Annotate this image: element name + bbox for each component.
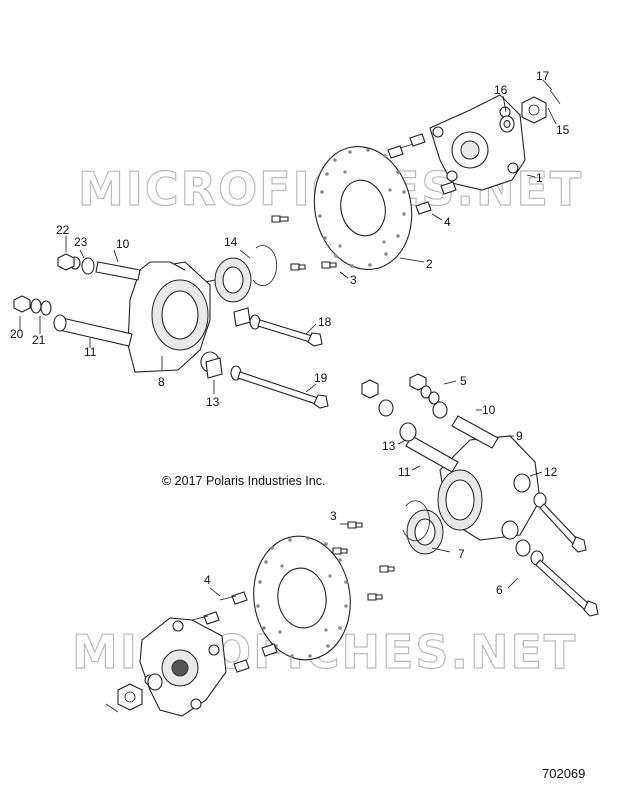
lower-sleeve-10 (451, 415, 499, 449)
lower-bushing-13 (399, 422, 417, 442)
lower-bolt-6 (515, 539, 599, 617)
callout-5: 5 (460, 374, 467, 388)
upper-bushing-13b (233, 307, 251, 327)
lower-washer-16 (147, 673, 163, 691)
snap-ring-14 (252, 245, 278, 286)
lower-castle-nut (117, 683, 143, 711)
callout-13-upper: 13 (206, 395, 220, 409)
callout-3-lower: 3 (330, 509, 337, 523)
lower-disc-screws (332, 521, 395, 601)
upper-bolt-19 (230, 365, 329, 409)
copyright-notice: © 2017 Polaris Industries Inc. (162, 474, 325, 488)
lower-bolt-12 (533, 492, 587, 553)
callout-2: 2 (426, 257, 433, 271)
callout-14: 14 (224, 235, 238, 249)
lower-nut-a (361, 379, 379, 399)
upper-bearing-carrier (127, 261, 220, 373)
upper-bearing (204, 257, 252, 303)
callout-16: 16 (494, 83, 508, 97)
upper-bushing-23a (81, 257, 95, 275)
lower-washer-5a (420, 385, 432, 399)
callout-9: 9 (516, 429, 523, 443)
callout-15: 15 (556, 123, 570, 137)
callout-11-upper: 11 (84, 345, 97, 359)
upper-nut-20 (13, 295, 31, 313)
callout-18: 18 (318, 315, 332, 329)
upper-washer-21 (30, 298, 42, 314)
callout-10-lower: 10 (482, 403, 496, 417)
upper-hub-studs (387, 133, 457, 215)
lower-wheel-hub (139, 617, 227, 717)
lower-washer-5b (428, 391, 440, 405)
callout-19: 19 (314, 371, 328, 385)
upper-nut-22 (57, 253, 75, 271)
lower-cotter-pin (105, 703, 119, 713)
callout-10-upper: 10 (116, 237, 130, 251)
upper-sleeve-10 (95, 261, 141, 281)
castle-nut-15 (521, 96, 547, 124)
callout-4-lower: 4 (204, 573, 211, 587)
lower-washer-b (432, 401, 448, 419)
callout-8: 8 (158, 375, 165, 389)
lower-brake-disc (253, 535, 351, 661)
lower-bearing-carrier (437, 435, 541, 541)
callout-1: 1 (536, 171, 543, 185)
lower-sleeve-11 (405, 435, 459, 473)
lower-hub-studs (191, 591, 278, 673)
document-number: 702069 (542, 766, 585, 781)
lower-washer-a (378, 399, 394, 417)
callout-numbers: 1 2 3 4 5 6 7 8 9 10 11 12 13 14 15 16 1… (10, 69, 570, 597)
callout-17: 17 (536, 69, 550, 83)
callout-3-upper: 3 (350, 273, 357, 287)
upper-bushing-13 (205, 357, 223, 379)
callout-labels (19, 79, 557, 597)
callout-6: 6 (496, 583, 503, 597)
upper-disc-screws (271, 215, 337, 271)
callout-22: 22 (56, 223, 70, 237)
callout-23: 23 (74, 235, 88, 249)
cotter-pin-17 (549, 89, 561, 105)
lower-bearing (406, 509, 444, 555)
callout-7: 7 (458, 547, 465, 561)
upper-washer-21b (40, 300, 52, 316)
callout-11-lower: 11 (398, 465, 411, 479)
callout-12: 12 (544, 465, 558, 479)
callout-21: 21 (32, 333, 46, 347)
callout-20: 20 (10, 327, 24, 341)
lower-snap-ring (402, 500, 430, 542)
callout-4-upper: 4 (444, 215, 451, 229)
upper-bolt-18 (249, 314, 323, 347)
callout-13-lower: 13 (382, 439, 396, 453)
upper-sleeve-11 (53, 314, 133, 347)
upper-brake-disc (313, 145, 413, 271)
